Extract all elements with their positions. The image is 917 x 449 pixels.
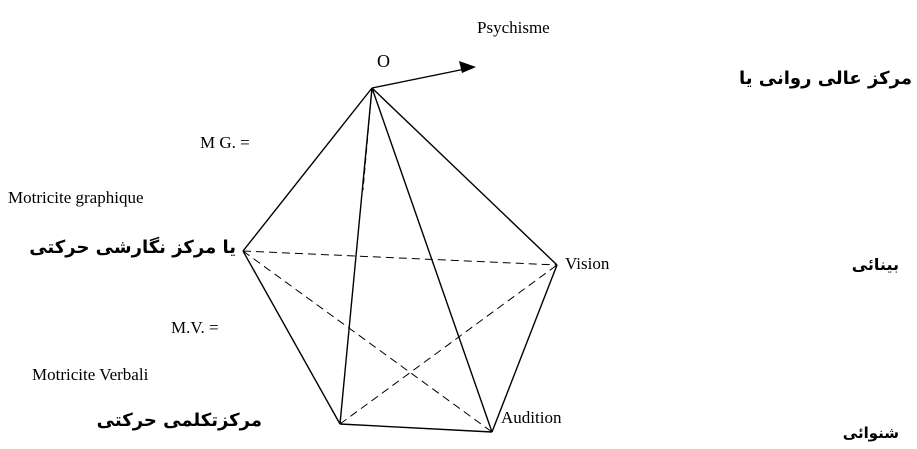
label-vision: Vision <box>565 254 610 273</box>
dashed-o-inner <box>362 87 373 191</box>
label-audition: Audition <box>501 408 562 427</box>
psychisme-arrow-shaft <box>371 67 471 89</box>
edge-o-audition <box>371 87 493 433</box>
dashed-mg-audition <box>242 250 493 433</box>
edge-mg-mv <box>242 250 341 425</box>
label-mv: M.V. = <box>171 318 219 337</box>
dashed-mv-vision <box>339 264 558 425</box>
edge-mv-audition <box>339 423 493 433</box>
edge-o-mv <box>339 87 373 425</box>
label-motricite-verbali: Motricite Verbali <box>32 365 149 384</box>
psychisme-arrowhead <box>459 61 476 73</box>
label-psychisme: Psychisme <box>477 18 550 37</box>
dashed-mg-vision <box>242 250 558 266</box>
edge-vision-o <box>371 87 558 266</box>
persian-graphic-motor: یا مرکز نگارشی حرکتی <box>29 237 236 258</box>
persian-psychisme: مرکز عالی روانی یا <box>738 68 912 89</box>
label-mg: M G. = <box>200 133 250 152</box>
label-apex-o: O <box>377 51 390 71</box>
edge-audition-vision <box>491 264 558 433</box>
label-motricite-graphique: Motricite graphique <box>8 188 144 207</box>
persian-vision: بینائی <box>851 255 899 274</box>
persian-audition: شنوائی <box>842 424 899 442</box>
persian-verbal-motor: مرکزتکلمی حرکتی <box>96 410 262 431</box>
edge-o-mg <box>242 87 373 252</box>
